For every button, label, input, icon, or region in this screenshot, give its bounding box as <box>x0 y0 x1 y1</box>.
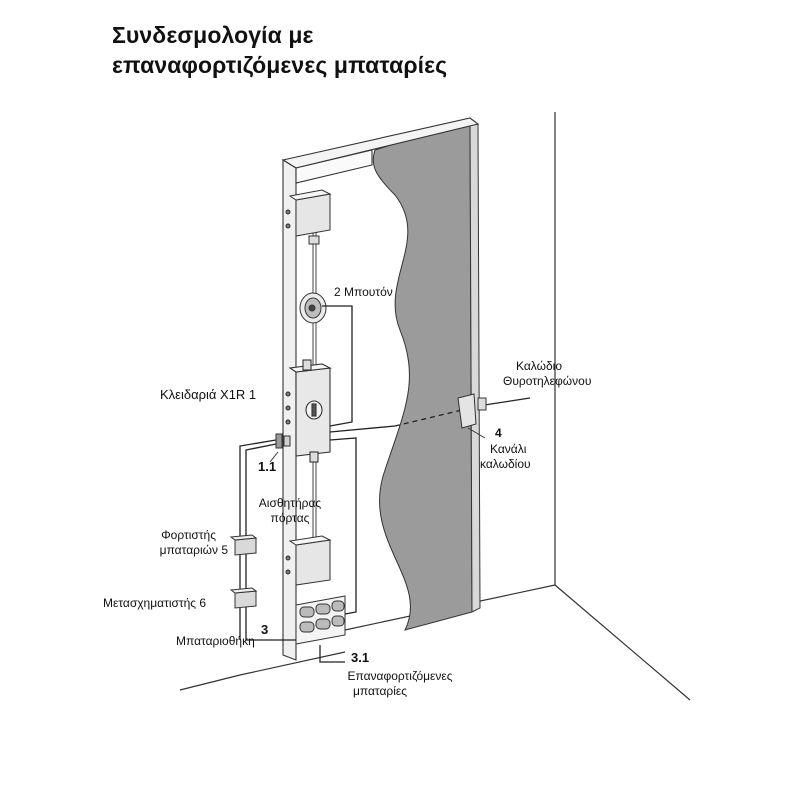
charger-box <box>229 534 258 556</box>
title-line-2: επαναφορτιζόμενες μπαταρίες <box>112 52 448 78</box>
label-battery-box-number: 3 <box>261 622 269 637</box>
label-charger-line-1: Φορτιστής <box>161 528 216 542</box>
label-lock: Κλειδαριά X1R 1 <box>160 387 257 402</box>
title-line-1: Συνδεσμολογία με <box>112 22 314 48</box>
door-leaf <box>372 119 481 631</box>
sensor-leader <box>269 451 279 463</box>
bottom-strike-box <box>285 535 332 586</box>
label-sensor-line-2: πόρτας <box>270 511 310 525</box>
transformer-box <box>229 587 258 609</box>
label-channel-line-1: Κανάλι <box>490 442 527 456</box>
top-strike-box <box>285 189 332 245</box>
label-charger-line-2: μπαταριών 5 <box>159 543 228 557</box>
label-cable-line-2: Θυροτηλεφώνου <box>503 374 592 388</box>
label-cable-line-1: Καλώδιο <box>516 359 563 373</box>
label-transformer: Μετασχηματιστής 6 <box>103 596 207 610</box>
battery-box <box>295 595 346 645</box>
label-channel-line-2: καλωδίου <box>480 457 531 471</box>
cable-channel <box>457 393 487 439</box>
label-sensor-number: 1.1 <box>258 459 277 474</box>
label-batteries-number: 3.1 <box>351 650 370 665</box>
label-batteries-line-1: Επαναφορτιζόμενες <box>347 669 453 683</box>
button-unit <box>299 292 327 324</box>
label-battery-box: Μπαταριοθήκη <box>176 634 255 648</box>
label-button: 2 Μπουτόν <box>334 285 393 299</box>
label-sensor-line-1: Αισθητήρας <box>258 496 322 510</box>
wiring <box>239 305 531 663</box>
lock-body <box>285 359 332 463</box>
label-channel-number: 4 <box>495 426 502 440</box>
door-sensor <box>275 433 291 449</box>
label-batteries-line-2: μπαταρίες <box>352 684 408 698</box>
